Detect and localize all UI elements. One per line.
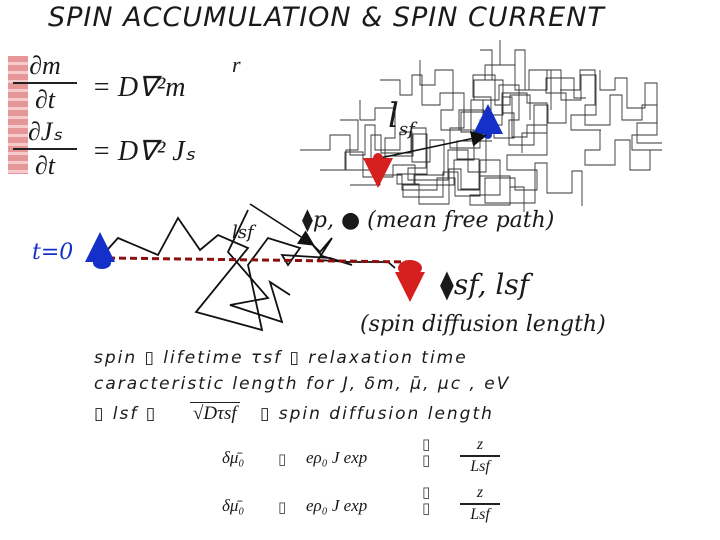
lifetime-definition-line: spin ▯ lifetime τsf ▯ relaxation time — [94, 348, 468, 368]
page-title: SPIN ACCUMULATION & SPIN CURRENT — [48, 2, 605, 33]
lsf-top-label: lsf — [388, 96, 415, 140]
eqB-fraction: z Lsf — [460, 484, 500, 524]
characteristic-length-line: caracteristic length for J, δm, μ̄, μc ,… — [94, 374, 511, 394]
eqB-bracket: ▯ ▯ — [422, 483, 431, 517]
eqA-mid: eρ₀ J exp — [306, 448, 368, 467]
eqA-den: Lsf — [470, 458, 490, 475]
spin-dot-top — [484, 131, 492, 139]
eqA-num: z — [476, 436, 484, 453]
lsf-walk-arrow — [249, 203, 315, 246]
net-displacement-line — [107, 256, 413, 264]
random-walk-tangle — [300, 40, 662, 212]
eq1-fraction: ∂m ∂t — [10, 52, 80, 114]
spin-lifetime-label: ⧫sf, lsf — [440, 268, 530, 301]
lsf-walk-label: lsf — [232, 222, 254, 243]
eqA-lhs: δμ̄₀ — [222, 448, 245, 467]
eqB-den: Lsf — [470, 506, 490, 523]
lsf-definition-a: ▯ lsf ▯ — [94, 404, 158, 424]
spin-dot-top-red — [373, 153, 383, 163]
t0-label: t=0 — [32, 240, 74, 265]
eq1-vector-arrow: r — [232, 52, 241, 77]
equation-highlight-bar — [8, 56, 28, 174]
eqA-fraction: z Lsf — [460, 436, 500, 476]
eq1-numerator: ∂m — [29, 51, 61, 80]
mean-free-path-label: ⧫p, ● (mean free path) — [302, 208, 555, 233]
eq2-rhs: = D∇² Jₛ — [92, 136, 196, 167]
eqB-lhs: δμ̄₀ — [222, 496, 245, 515]
eqB-mid: eρ₀ J exp — [306, 496, 368, 515]
eq1-denominator: ∂t — [34, 85, 56, 114]
eq1-rhs: = D∇²m — [92, 72, 186, 103]
random-walk-path — [99, 216, 396, 332]
spin-diffusion-length-label: (spin diffusion length) — [360, 312, 606, 337]
eq2-fraction: ∂Jₛ ∂t — [10, 118, 80, 180]
eqA-sym: ▯ — [278, 450, 287, 468]
lsf-definition-c: ▯ spin diffusion length — [260, 404, 494, 424]
eq2-numerator: ∂Jₛ — [27, 117, 63, 146]
eq2-denominator: ∂t — [34, 151, 56, 180]
lsf-sqrt-expression: √Dτsf — [190, 402, 240, 425]
lsf-range-arrow — [379, 130, 488, 159]
eqB-num: z — [476, 484, 484, 501]
eqA-bracket: ▯ ▯ — [422, 435, 431, 469]
eqB-sym: ▯ — [278, 498, 287, 516]
spin-dot-start — [93, 257, 111, 269]
